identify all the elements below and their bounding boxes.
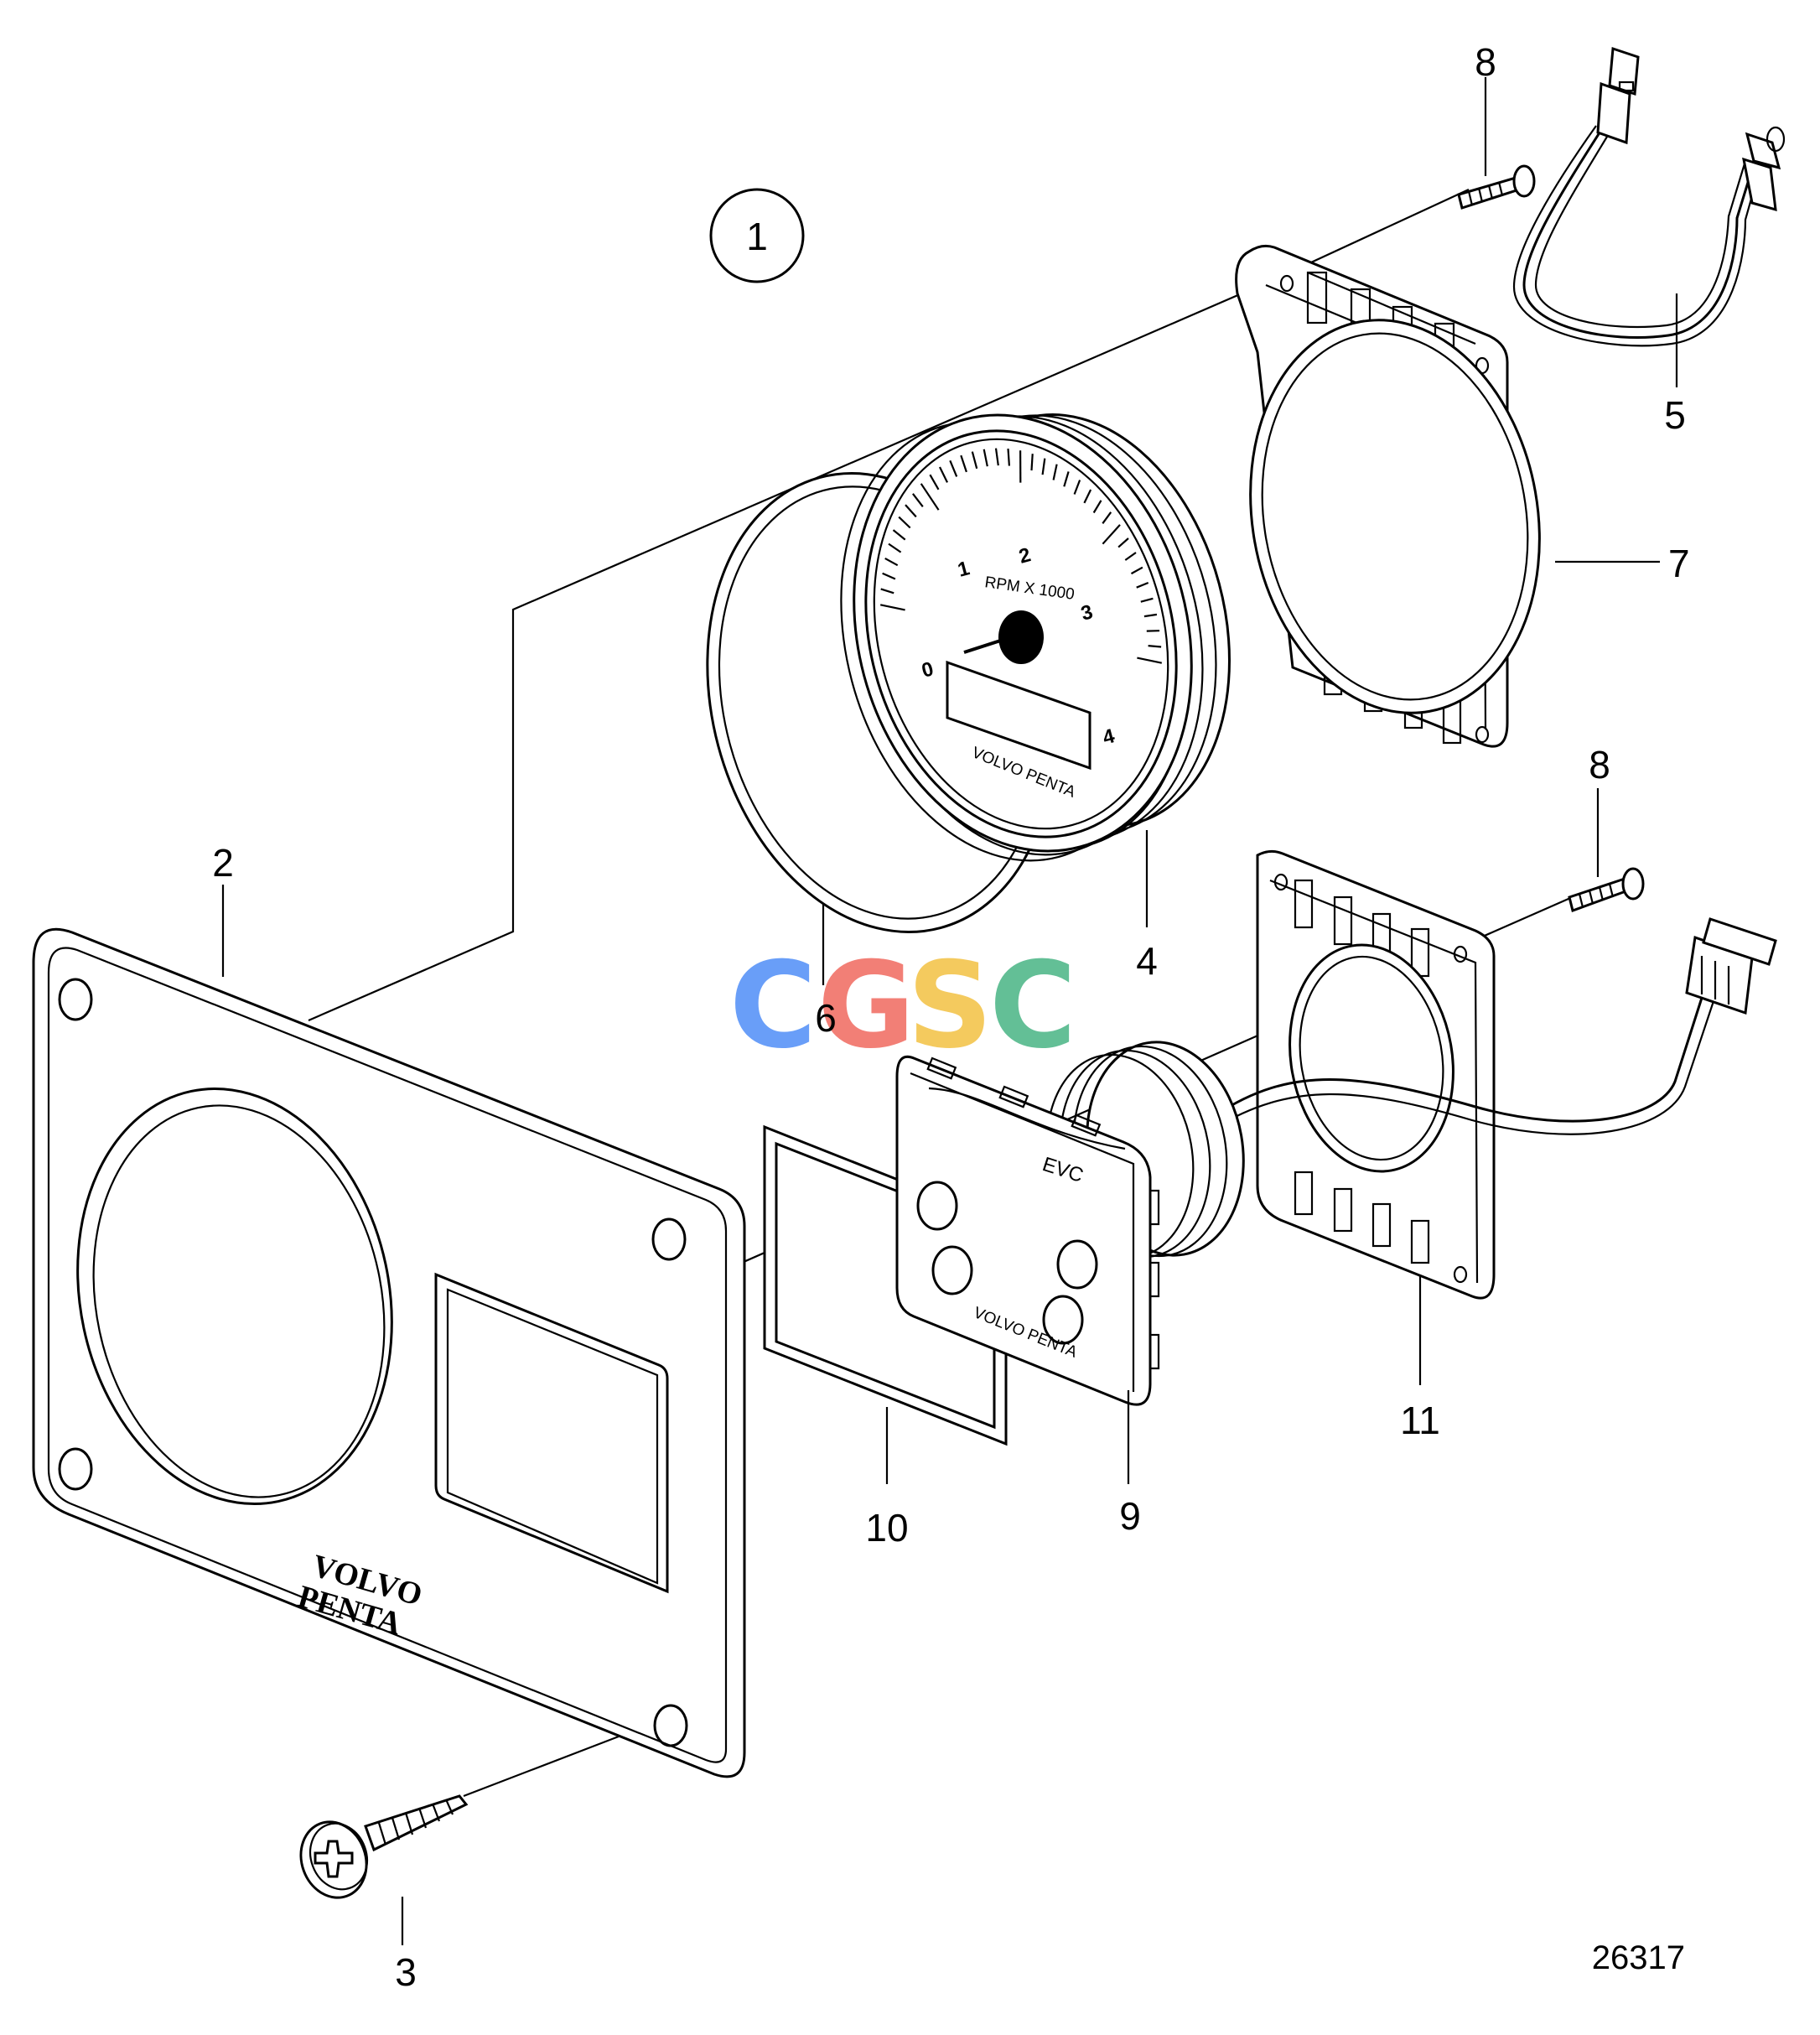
drawing-number: 26317 bbox=[1592, 1939, 1685, 1976]
view-label: 1 bbox=[709, 188, 805, 283]
gauge-tick bbox=[879, 604, 905, 611]
gauge-tick bbox=[884, 557, 899, 567]
watermark-letter-3: S bbox=[907, 937, 993, 1075]
gauge-tick bbox=[949, 459, 958, 477]
callout-numbers: 2 3 4 5 6 7 8 8 9 10 11 bbox=[212, 40, 1689, 1994]
gauge-tick bbox=[1063, 471, 1070, 487]
callout-11: 11 bbox=[1400, 1399, 1440, 1442]
gauge-tick bbox=[1130, 566, 1143, 575]
gauge-tick bbox=[1124, 552, 1137, 561]
gauge-tick bbox=[929, 474, 940, 491]
gauge-tick bbox=[920, 483, 940, 511]
gauge-tick bbox=[880, 588, 894, 594]
evc-button-4 bbox=[1042, 1295, 1084, 1345]
tachometer: 0 1 2 3 4 RPM X 1000 VOLVO PENTA bbox=[840, 413, 1231, 862]
callout-5: 5 bbox=[1664, 393, 1686, 437]
evc-display: EVC VOLVO PENTA bbox=[895, 1041, 1245, 1406]
evc-button-2 bbox=[931, 1245, 973, 1295]
callout-8-upper: 8 bbox=[1475, 40, 1496, 84]
callout-2: 2 bbox=[212, 841, 234, 885]
gauge-tick bbox=[1143, 613, 1158, 618]
gauge-tick bbox=[898, 516, 911, 529]
gauge-tick bbox=[882, 572, 896, 580]
gauge-tick bbox=[1102, 524, 1121, 545]
watermark-letter-4: C bbox=[989, 937, 1076, 1075]
callout-9: 9 bbox=[1119, 1494, 1141, 1538]
watermark-letter-1: C bbox=[729, 937, 817, 1075]
bracket-screw-upper bbox=[1457, 164, 1536, 210]
gauge-tick bbox=[971, 451, 978, 470]
display-cable bbox=[1213, 917, 1777, 1135]
mounting-panel: VOLVO PENTA bbox=[32, 927, 746, 1778]
evc-button-1 bbox=[916, 1181, 958, 1231]
gauge-tick bbox=[1140, 597, 1154, 603]
gauge-tick bbox=[892, 529, 906, 541]
gauge-tick bbox=[994, 448, 999, 466]
gauge-needle-hub bbox=[998, 610, 1044, 664]
gauge-tick bbox=[1073, 480, 1081, 495]
panel-screw bbox=[299, 1794, 469, 1899]
cable-harness bbox=[1512, 46, 1786, 347]
display-bracket bbox=[1256, 849, 1496, 1300]
gauge-tick bbox=[1083, 489, 1092, 504]
callout-10: 10 bbox=[865, 1506, 908, 1550]
gauge-tick bbox=[1041, 458, 1046, 475]
gauge-tick bbox=[1137, 657, 1163, 664]
gauge-tick bbox=[905, 504, 917, 518]
gauge-tick bbox=[1102, 511, 1112, 524]
gauge-tick bbox=[912, 493, 924, 507]
callout-7: 7 bbox=[1668, 542, 1690, 585]
gauge-tick bbox=[983, 449, 988, 467]
gauge-tick bbox=[960, 454, 967, 473]
evc-button-3 bbox=[1056, 1239, 1098, 1290]
callout-6: 6 bbox=[815, 996, 837, 1040]
gauge-tick bbox=[1136, 581, 1149, 589]
gauge-tick bbox=[1117, 537, 1129, 548]
gauge-tick bbox=[1092, 500, 1102, 514]
callout-8-lower: 8 bbox=[1589, 743, 1610, 786]
gauge-tick bbox=[1052, 464, 1058, 480]
callout-3: 3 bbox=[395, 1950, 417, 1994]
gauge-tick bbox=[888, 542, 902, 553]
gauge-bracket bbox=[1235, 244, 1541, 748]
callout-leaders bbox=[221, 77, 1678, 1945]
watermark: C G S C bbox=[729, 937, 1076, 1075]
gauge-tick bbox=[1030, 454, 1034, 471]
view-label-text: 1 bbox=[746, 215, 768, 258]
callout-4: 4 bbox=[1136, 939, 1158, 983]
watermark-letter-2: G bbox=[817, 937, 915, 1075]
gauge-tick bbox=[939, 466, 948, 483]
bracket-screw-lower bbox=[1568, 867, 1645, 912]
gauge-ticks bbox=[879, 448, 1163, 664]
